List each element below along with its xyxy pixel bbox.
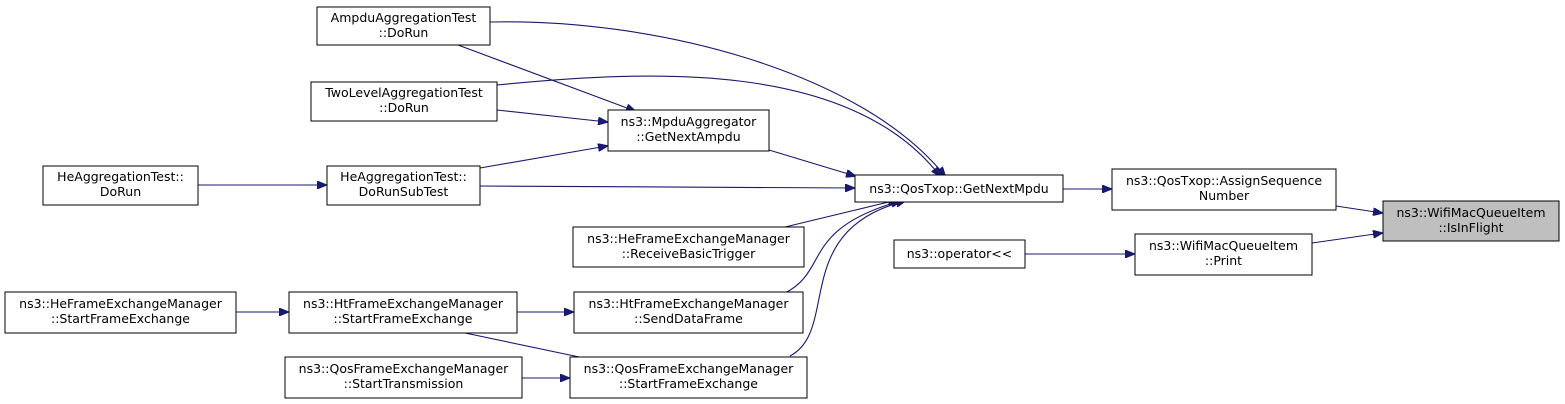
node-operator-stream[interactable]: ns3::operator<< [893,239,1026,269]
edges [198,21,1382,378]
node-label-line-2: ::DoRun [379,25,429,40]
node-label-line-1: HeAggregationTest:: [57,169,184,184]
node-label-line-2: ::IsInFlight [1438,220,1503,235]
node-label-line-1: ns3::WifiMacQueueItem [1149,238,1298,253]
edge-hesubtest-getnextmpdu [479,186,854,188]
node-ampdu-aggregation-test-dorun[interactable]: AmpduAggregationTest ::DoRun [316,6,491,46]
edge-hesubtest-mpduagg [479,146,607,169]
node-ht-frame-exchange-manager-startframeexchange[interactable]: ns3::HtFrameExchangeManager ::StartFrame… [288,291,518,334]
node-label-line-2: ::StartFrameExchange [51,311,190,326]
edge-mpduagg-getnextmpdu [768,149,855,176]
node-label-line-2: ::GetNextAmpdu [636,129,740,144]
node-label-line-1: HeAggregationTest:: [340,169,467,184]
node-label-line-2: DoRun [100,184,141,199]
edge-ampdu-getnextmpdu [489,21,945,176]
node-label-line-2: ::DoRun [379,100,429,115]
node-label-line-1: ns3::QosFrameExchangeManager [299,361,509,376]
edge-hebasic-getnextmpdu [784,200,897,228]
node-wifimacqueueitem-isinflight[interactable]: ns3::WifiMacQueueItem ::IsInFlight [1382,200,1560,242]
node-label-line-1: ns3::HtFrameExchangeManager [303,296,504,311]
node-label-line-1: ns3::operator<< [907,246,1013,261]
edge-twolevel-mpduagg [496,109,607,122]
node-label-line-2: ::StartFrameExchange [334,311,473,326]
node-label-line-1: TwoLevelAggregationTest [324,85,483,100]
edge-assignseq-isinflight [1335,205,1382,213]
node-label-line-1: ns3::HtFrameExchangeManager [589,296,790,311]
node-twolevel-aggregation-test-dorun[interactable]: TwoLevelAggregationTest ::DoRun [310,81,498,122]
node-ht-frame-exchange-manager-senddataframe[interactable]: ns3::HtFrameExchangeManager ::SendDataFr… [573,291,804,334]
node-label-line-2: ::Print [1205,253,1242,268]
node-mpdu-aggregator-getnextampdu[interactable]: ns3::MpduAggregator ::GetNextAmpdu [607,109,770,152]
node-label-line-2: ::StartFrameExchange [619,376,758,391]
edge-htsend-getnextmpdu [784,201,900,294]
node-he-aggregation-test-dorunsubtest[interactable]: HeAggregationTest:: DoRunSubTest [326,165,481,206]
node-label-line-2: ::ReceiveBasicTrigger [622,246,756,261]
node-label-line-2: ::SendDataFrame [634,311,743,326]
node-label-line-1: ns3::MpduAggregator [621,114,758,129]
node-he-frame-exchange-manager-startframeexchange[interactable]: ns3::HeFrameExchangeManager ::StartFrame… [4,291,237,334]
node-he-frame-exchange-manager-receivebasictrigger[interactable]: ns3::HeFrameExchangeManager ::ReceiveBas… [572,226,805,268]
node-label-line-2: Number [1199,188,1250,203]
edge-ampdu-mpduagg [457,44,635,111]
node-label-line-2: DoRunSubTest [359,184,449,199]
node-label-line-1: ns3::HeFrameExchangeManager [587,231,791,246]
node-label-line-1: ns3::QosTxop::AssignSequence [1126,173,1322,188]
node-qostxop-assignsequencenumber[interactable]: ns3::QosTxop::AssignSequence Number [1111,168,1337,211]
node-label-line-1: ns3::QosFrameExchangeManager [584,361,794,376]
node-label-line-1: ns3::HeFrameExchangeManager [19,296,223,311]
node-label-line-2: ::StartTransmission [344,376,464,391]
edge-print-isinflight [1311,233,1382,244]
edge-twolevel-getnextmpdu [496,75,940,176]
node-qostxop-getnextmpdu[interactable]: ns3::QosTxop::GetNextMpdu [854,174,1064,203]
node-wifimacqueueitem-print[interactable]: ns3::WifiMacQueueItem ::Print [1134,233,1313,276]
node-label-line-1: AmpduAggregationTest [331,10,477,25]
node-qos-frame-exchange-manager-startframeexchange[interactable]: ns3::QosFrameExchangeManager ::StartFram… [569,356,808,399]
edge-qosstart-getnextmpdu [789,201,905,357]
node-he-aggregation-test-dorun[interactable]: HeAggregationTest:: DoRun [42,165,199,206]
node-label-line-1: ns3::WifiMacQueueItem [1396,205,1545,220]
node-label-line-1: ns3::QosTxop::GetNextMpdu [869,181,1048,196]
node-qos-frame-exchange-manager-starttransmission[interactable]: ns3::QosFrameExchangeManager ::StartTran… [284,356,523,399]
